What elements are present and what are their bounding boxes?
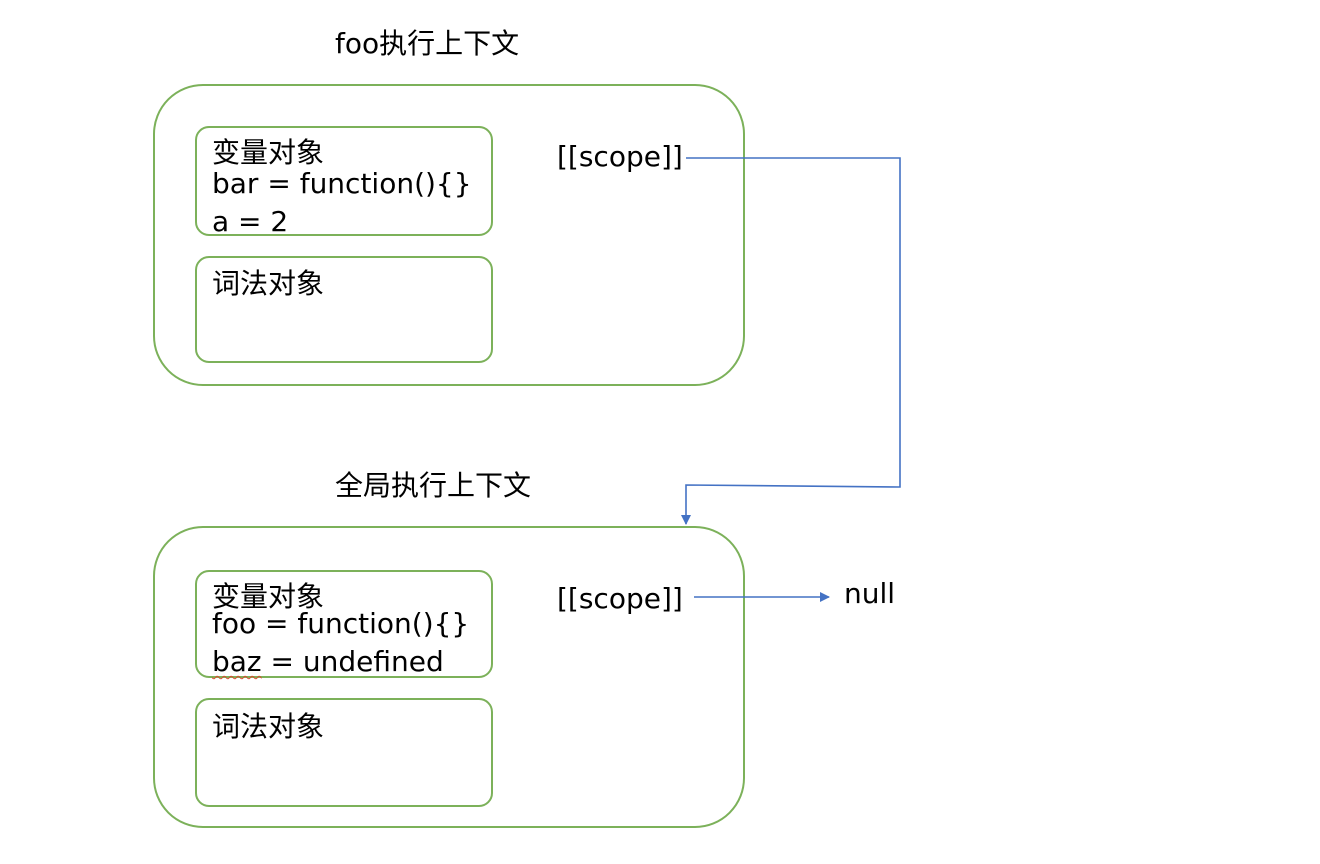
global-scope-label: [[scope]] (557, 582, 683, 615)
foo-variable-entry-a: a = 2 (212, 205, 289, 238)
foo-scope-label: [[scope]] (557, 140, 683, 173)
foo-variable-object-label: 变量对象 (212, 136, 325, 169)
foo-lexical-object-label: 词法对象 (212, 267, 325, 300)
null-label: null (844, 577, 896, 610)
global-lexical-object-box (195, 698, 493, 807)
global-variable-object-box (195, 570, 493, 678)
foo-context-title: foo执行上下文 (335, 27, 520, 60)
global-variable-entry-baz: baz = undefined (212, 648, 444, 676)
global-variable-entry-foo-name: foo (212, 607, 257, 640)
global-variable-entry-foo: foo = function(){} (212, 610, 469, 638)
foo-scope-to-global-arrow (681, 157, 901, 525)
global-lexical-object-label: 词法对象 (212, 710, 325, 743)
foo-lexical-object-box (195, 256, 493, 363)
foo-variable-object-box (195, 126, 493, 236)
global-variable-entry-foo-value: = function(){} (256, 607, 470, 640)
global-variable-object-label: 变量对象 (212, 580, 325, 613)
global-context-title: 全局执行上下文 (335, 469, 532, 502)
foo-variable-entry-bar: bar = function(){} (212, 167, 472, 200)
global-variable-entry-baz-value: = undefined (261, 645, 444, 678)
global-variable-entry-baz-name: baz (212, 645, 262, 678)
